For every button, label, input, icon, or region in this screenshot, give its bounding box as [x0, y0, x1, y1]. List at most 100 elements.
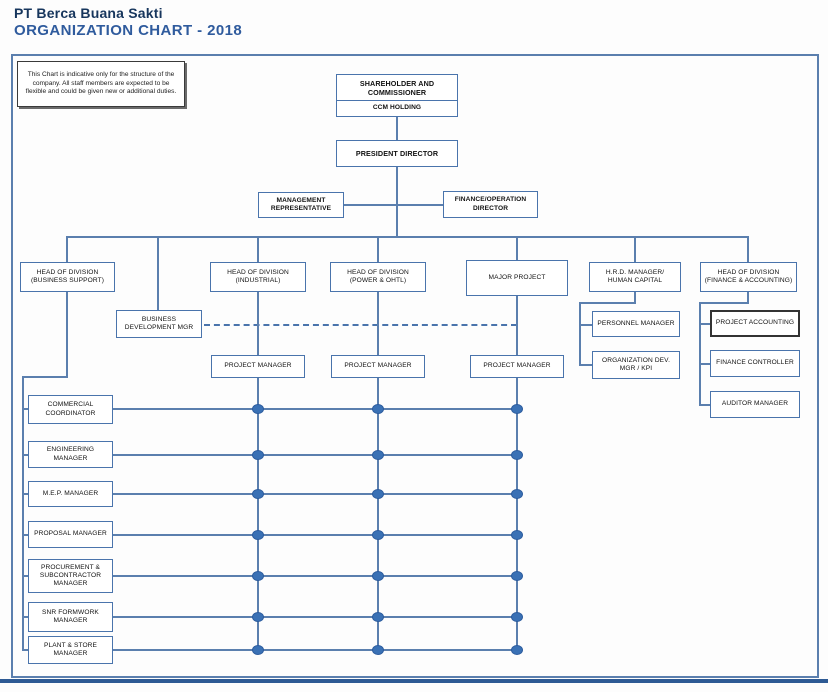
node-project-manager-major: PROJECT MANAGER — [470, 355, 564, 378]
connector-line — [700, 363, 710, 365]
matrix-intersection-dot — [252, 489, 264, 499]
connector-line — [516, 236, 518, 260]
node-auditor-manager: AUDITOR MANAGER — [710, 391, 800, 418]
connector-line — [700, 404, 710, 406]
connector-line — [23, 575, 28, 577]
connector-line — [700, 323, 710, 325]
connector-line — [580, 302, 636, 304]
connector-line — [396, 167, 398, 237]
connector-line — [113, 408, 517, 410]
matrix-intersection-dot — [511, 571, 523, 581]
connector-line — [257, 292, 259, 355]
connector-line — [23, 616, 28, 618]
matrix-intersection-dot — [372, 489, 384, 499]
connector-line — [66, 236, 68, 262]
bottom-divider — [0, 679, 828, 683]
connector-line — [23, 534, 28, 536]
company-name: PT Berca Buana Sakti — [14, 5, 163, 21]
node-commercial-coordinator: COMMERCIAL COORDINATOR — [28, 395, 113, 424]
connector-line — [157, 236, 159, 310]
node-shareholder-commissioner: SHAREHOLDER AND COMMISSIONER — [336, 74, 458, 101]
connector-line — [344, 204, 396, 206]
node-mep-manager: M.E.P. MANAGER — [28, 481, 113, 507]
node-finance-controller: FINANCE CONTROLLER — [710, 350, 800, 377]
matrix-intersection-dot — [252, 571, 264, 581]
matrix-intersection-dot — [372, 612, 384, 622]
matrix-intersection-dot — [511, 450, 523, 460]
connector-line — [699, 302, 701, 406]
connector-line — [580, 364, 592, 366]
connector-line — [634, 292, 636, 304]
connector-line — [747, 236, 749, 262]
connector-line — [113, 649, 517, 651]
node-finance-operation-director: FINANCE/OPERATION DIRECTOR — [443, 191, 538, 218]
connector-line — [700, 302, 749, 304]
connector-line — [113, 454, 517, 456]
node-personnel-manager: PERSONNEL MANAGER — [592, 311, 680, 337]
node-business-development-mgr: BUSINESS DEVELOPMENT MGR — [116, 310, 202, 338]
node-hod-business-support: HEAD OF DIVISION (BUSINESS SUPPORT) — [20, 262, 115, 292]
matrix-intersection-dot — [372, 404, 384, 414]
matrix-intersection-dot — [511, 612, 523, 622]
node-hod-finance-accounting: HEAD OF DIVISION (FINANCE & ACCOUNTING) — [700, 262, 797, 292]
matrix-intersection-dot — [511, 645, 523, 655]
node-project-manager-industrial: PROJECT MANAGER — [211, 355, 305, 378]
node-proposal-manager: PROPOSAL MANAGER — [28, 521, 113, 548]
connector-line — [257, 378, 259, 651]
connector-line — [23, 493, 28, 495]
connector-line — [634, 236, 636, 262]
node-snr-formwork-manager: SNR FORMWORK MANAGER — [28, 602, 113, 632]
connector-line — [516, 296, 518, 355]
node-project-manager-power: PROJECT MANAGER — [331, 355, 425, 378]
node-president-director: PRESIDENT DIRECTOR — [336, 140, 458, 167]
matrix-intersection-dot — [511, 489, 523, 499]
connector-line — [23, 408, 28, 410]
page-title: ORGANIZATION CHART - 2018 — [14, 22, 243, 39]
connector-line — [396, 204, 443, 206]
connector-line — [22, 376, 24, 651]
matrix-intersection-dot — [372, 571, 384, 581]
matrix-intersection-dot — [372, 530, 384, 540]
connector-line — [747, 292, 749, 304]
connector-line — [579, 302, 581, 366]
node-hrd-manager: H.R.D. MANAGER/ HUMAN CAPITAL — [589, 262, 681, 292]
chart-border — [11, 54, 819, 678]
matrix-intersection-dot — [252, 612, 264, 622]
node-plant-store-manager: PLANT & STORE MANAGER — [28, 636, 113, 664]
matrix-intersection-dot — [511, 530, 523, 540]
disclaimer-note: This Chart is indicative only for the st… — [17, 61, 185, 107]
matrix-intersection-dot — [252, 450, 264, 460]
node-organization-dev-mgr-kpi: ORGANIZATION DEV. MGR / KPI — [592, 351, 680, 379]
connector-line — [377, 292, 379, 355]
connector-line — [257, 236, 259, 262]
connector-line — [23, 376, 68, 378]
node-hod-industrial: HEAD OF DIVISION (INDUSTRIAL) — [210, 262, 306, 292]
node-engineering-manager: ENGINEERING MANAGER — [28, 441, 113, 468]
connector-line — [377, 378, 379, 651]
connector-line — [67, 236, 749, 238]
node-major-project: MAJOR PROJECT — [466, 260, 568, 296]
connector-line — [396, 117, 398, 140]
connector-line — [66, 292, 68, 378]
node-management-representative: MANAGEMENT REPRESENTATIVE — [258, 192, 344, 218]
connector-line — [23, 454, 28, 456]
node-procurement-subcontractor-manager: PROCUREMENT & SUBCONTRACTOR MANAGER — [28, 559, 113, 593]
connector-line — [516, 378, 518, 651]
matrix-intersection-dot — [511, 404, 523, 414]
matrix-intersection-dot — [372, 645, 384, 655]
node-project-accounting: PROJECT ACCOUNTING — [710, 310, 800, 337]
matrix-intersection-dot — [372, 450, 384, 460]
connector-line — [377, 236, 379, 262]
matrix-intersection-dot — [252, 530, 264, 540]
node-ccm-holding: CCM HOLDING — [336, 100, 458, 117]
connector-line — [113, 616, 517, 618]
connector-line — [580, 324, 592, 326]
connector-line — [23, 649, 28, 651]
matrix-intersection-dot — [252, 645, 264, 655]
node-hod-power-ohtl: HEAD OF DIVISION (POWER & OHTL) — [330, 262, 426, 292]
dashed-coordination-line — [204, 324, 517, 326]
connector-line — [113, 493, 517, 495]
connector-line — [113, 575, 517, 577]
connector-line — [113, 534, 517, 536]
